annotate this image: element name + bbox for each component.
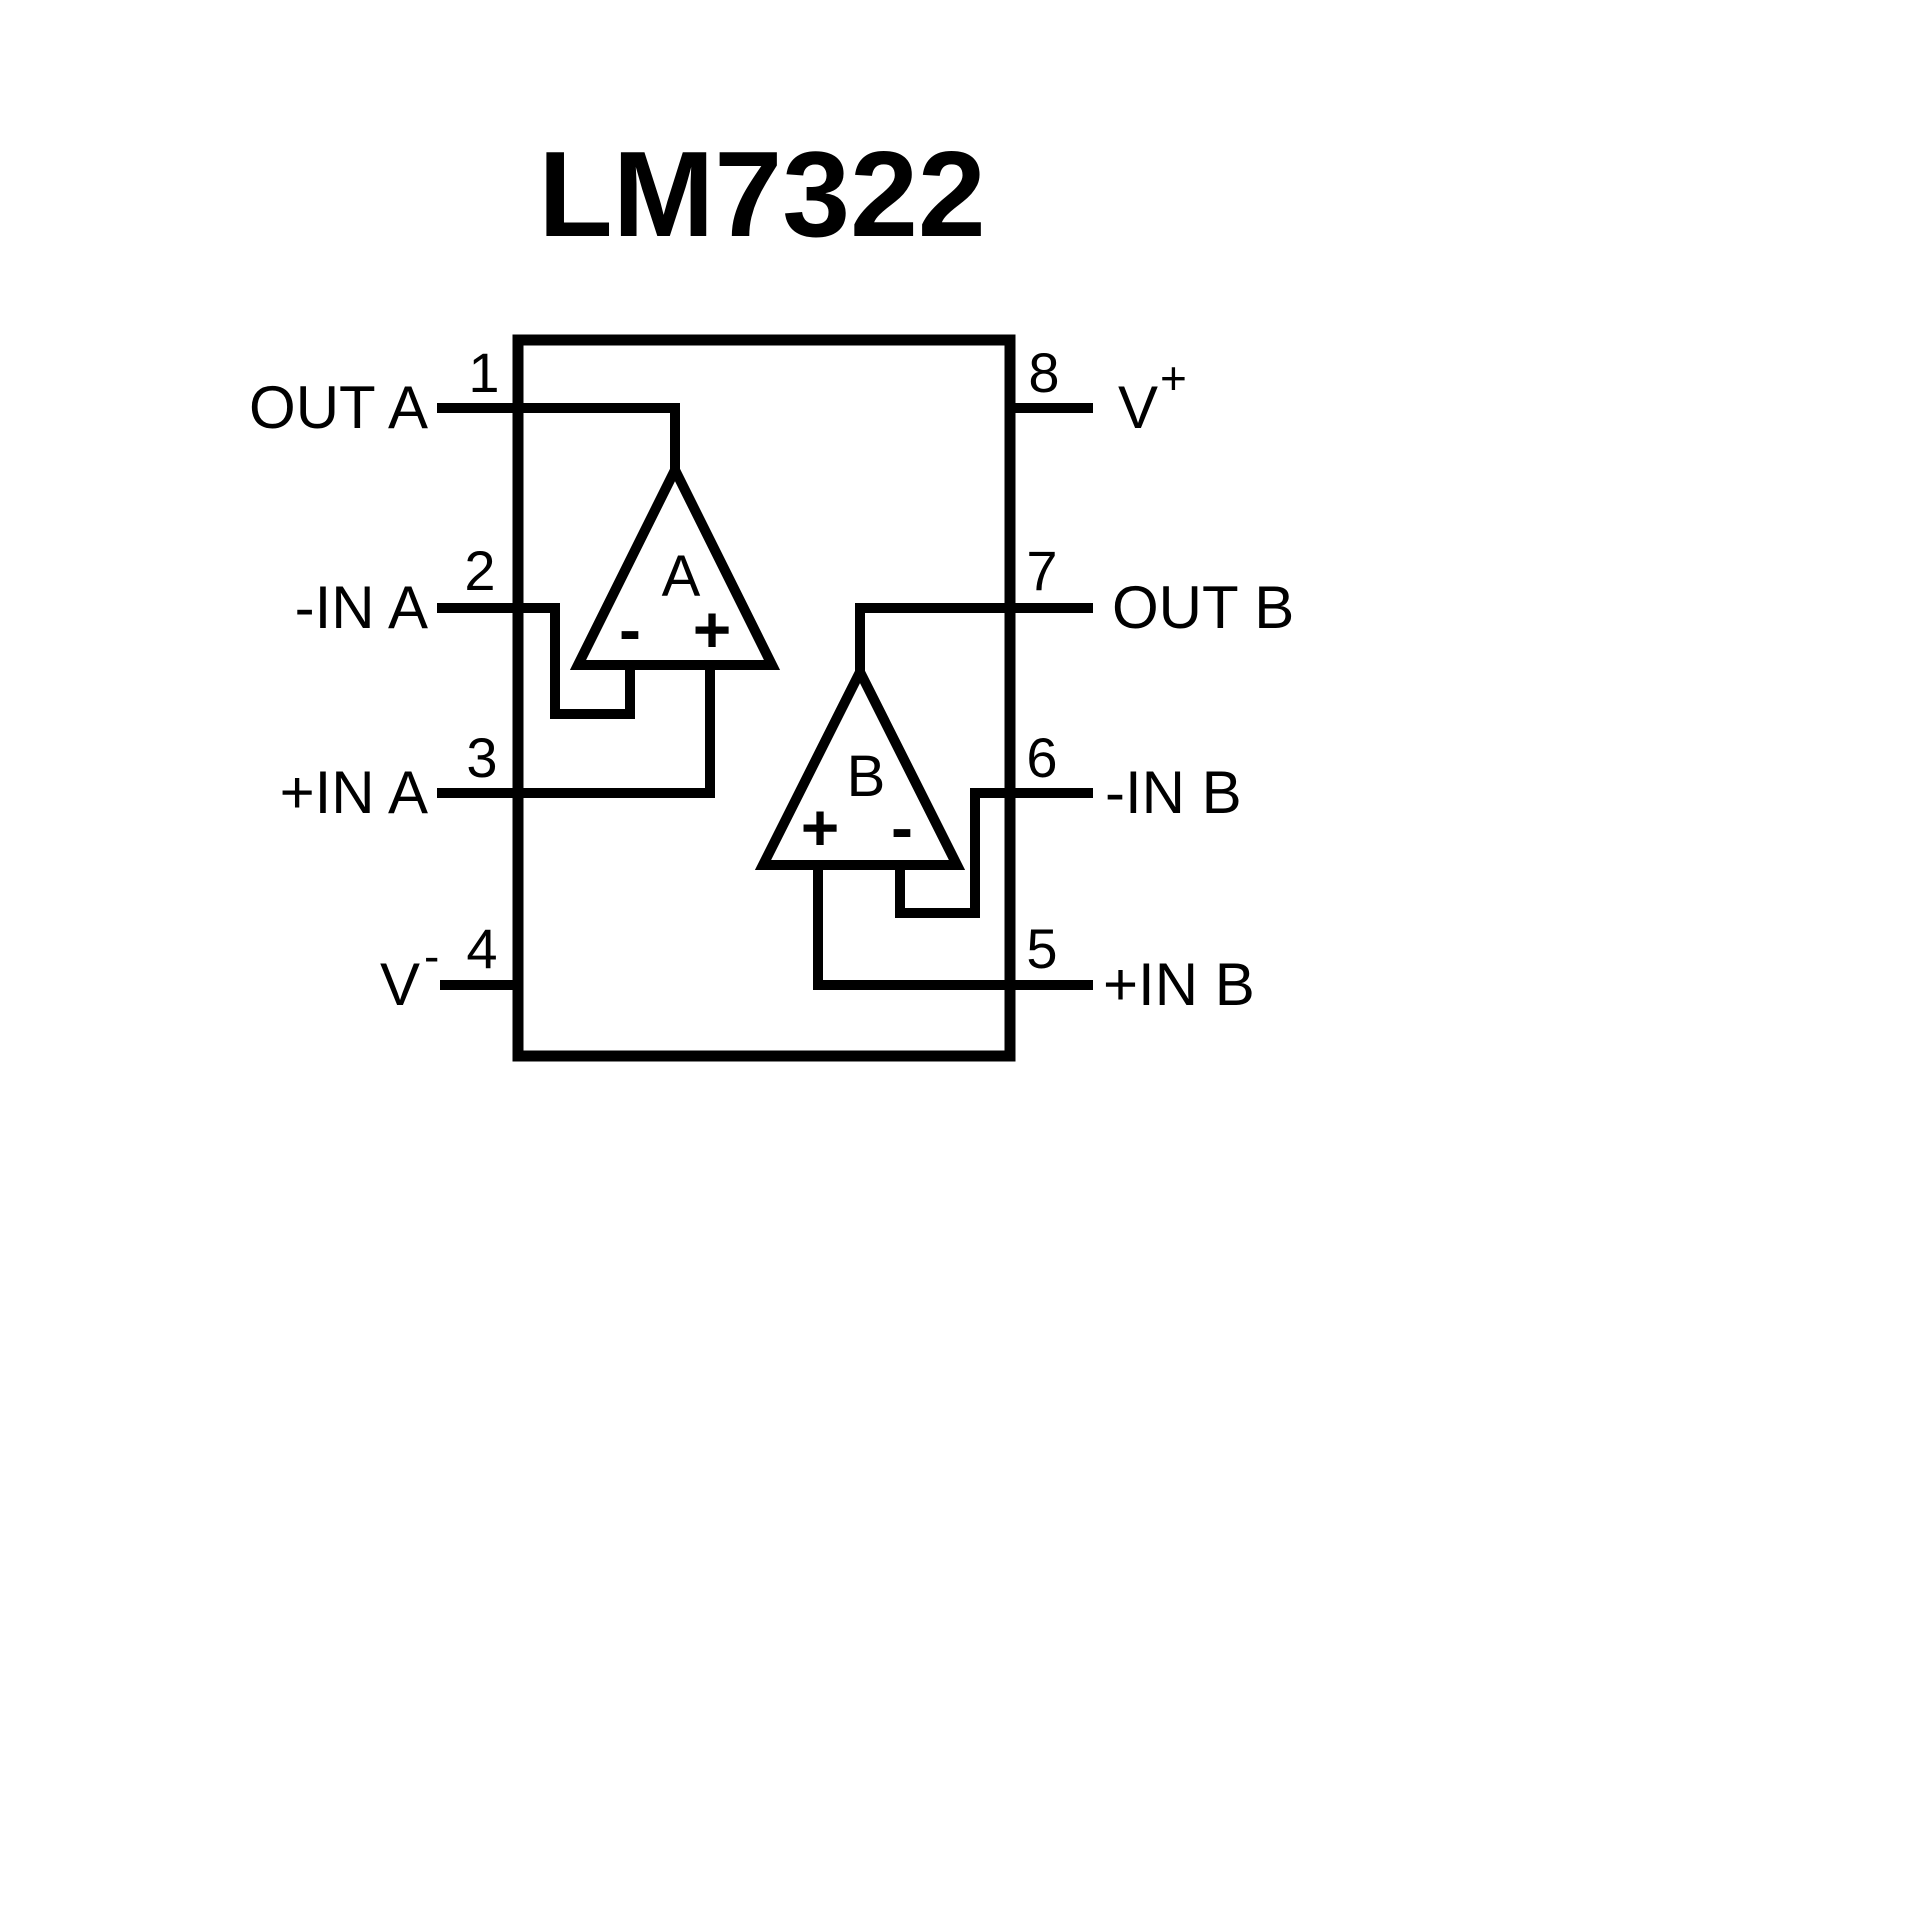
opamp-a-label: A [662, 544, 701, 609]
pin-5-label: +IN B [1103, 951, 1255, 1018]
pin-6-number: 6 [1026, 726, 1057, 789]
pin-8-number: 8 [1028, 341, 1059, 404]
opamp-a: A - + [437, 403, 781, 798]
pin-7: 7 OUT B [1026, 539, 1294, 641]
pin-6-wire [895, 788, 1093, 918]
pin-1-wire [437, 403, 680, 472]
pin-8-label-superscript: + [1160, 352, 1187, 404]
pin-7-number: 7 [1026, 539, 1057, 602]
pin-8: 8 V + [1010, 341, 1187, 441]
pin-4-label: V [380, 951, 420, 1018]
chip-title: LM7322 [538, 126, 986, 262]
pin-5-number: 5 [1026, 917, 1057, 980]
ic-body [512, 334, 1016, 1062]
pin-8-label: V [1118, 374, 1158, 441]
pin-6-label: -IN B [1105, 759, 1242, 826]
opamp-b-triangle [754, 660, 966, 870]
pin-4-number: 4 [466, 917, 497, 980]
pin-4: 4 V - [380, 917, 518, 1018]
pin-5: 5 +IN B [1026, 917, 1254, 1018]
pin-5-wire [813, 860, 1093, 990]
pin-4-label-superscript: - [424, 930, 439, 982]
pin-6: 6 -IN B [1026, 726, 1241, 826]
pin-2-number: 2 [464, 539, 495, 602]
pin-1: 1 OUT A [249, 341, 500, 441]
opamp-b: B + - [754, 603, 1093, 990]
pin-1-number: 1 [468, 341, 499, 404]
opamp-b-noninverting-sign: + [801, 790, 840, 864]
opamp-a-triangle [569, 458, 781, 670]
opamp-b-inverting-sign: - [891, 790, 913, 864]
pin-2: 2 -IN A [295, 539, 496, 641]
opamp-a-inverting-sign: - [619, 592, 641, 666]
pin-3: 3 +IN A [280, 726, 498, 826]
pin-1-label: OUT A [249, 374, 428, 441]
opamp-a-noninverting-sign: + [693, 592, 732, 666]
pin-7-label: OUT B [1112, 574, 1294, 641]
pin-2-label: -IN A [295, 574, 428, 641]
pin-2-wire [437, 603, 635, 719]
pin-3-label: +IN A [280, 759, 428, 826]
pin-3-wire [437, 660, 715, 798]
pin-3-number: 3 [466, 726, 497, 789]
pin-7-wire [855, 603, 1093, 674]
opamp-b-label: B [847, 744, 886, 809]
